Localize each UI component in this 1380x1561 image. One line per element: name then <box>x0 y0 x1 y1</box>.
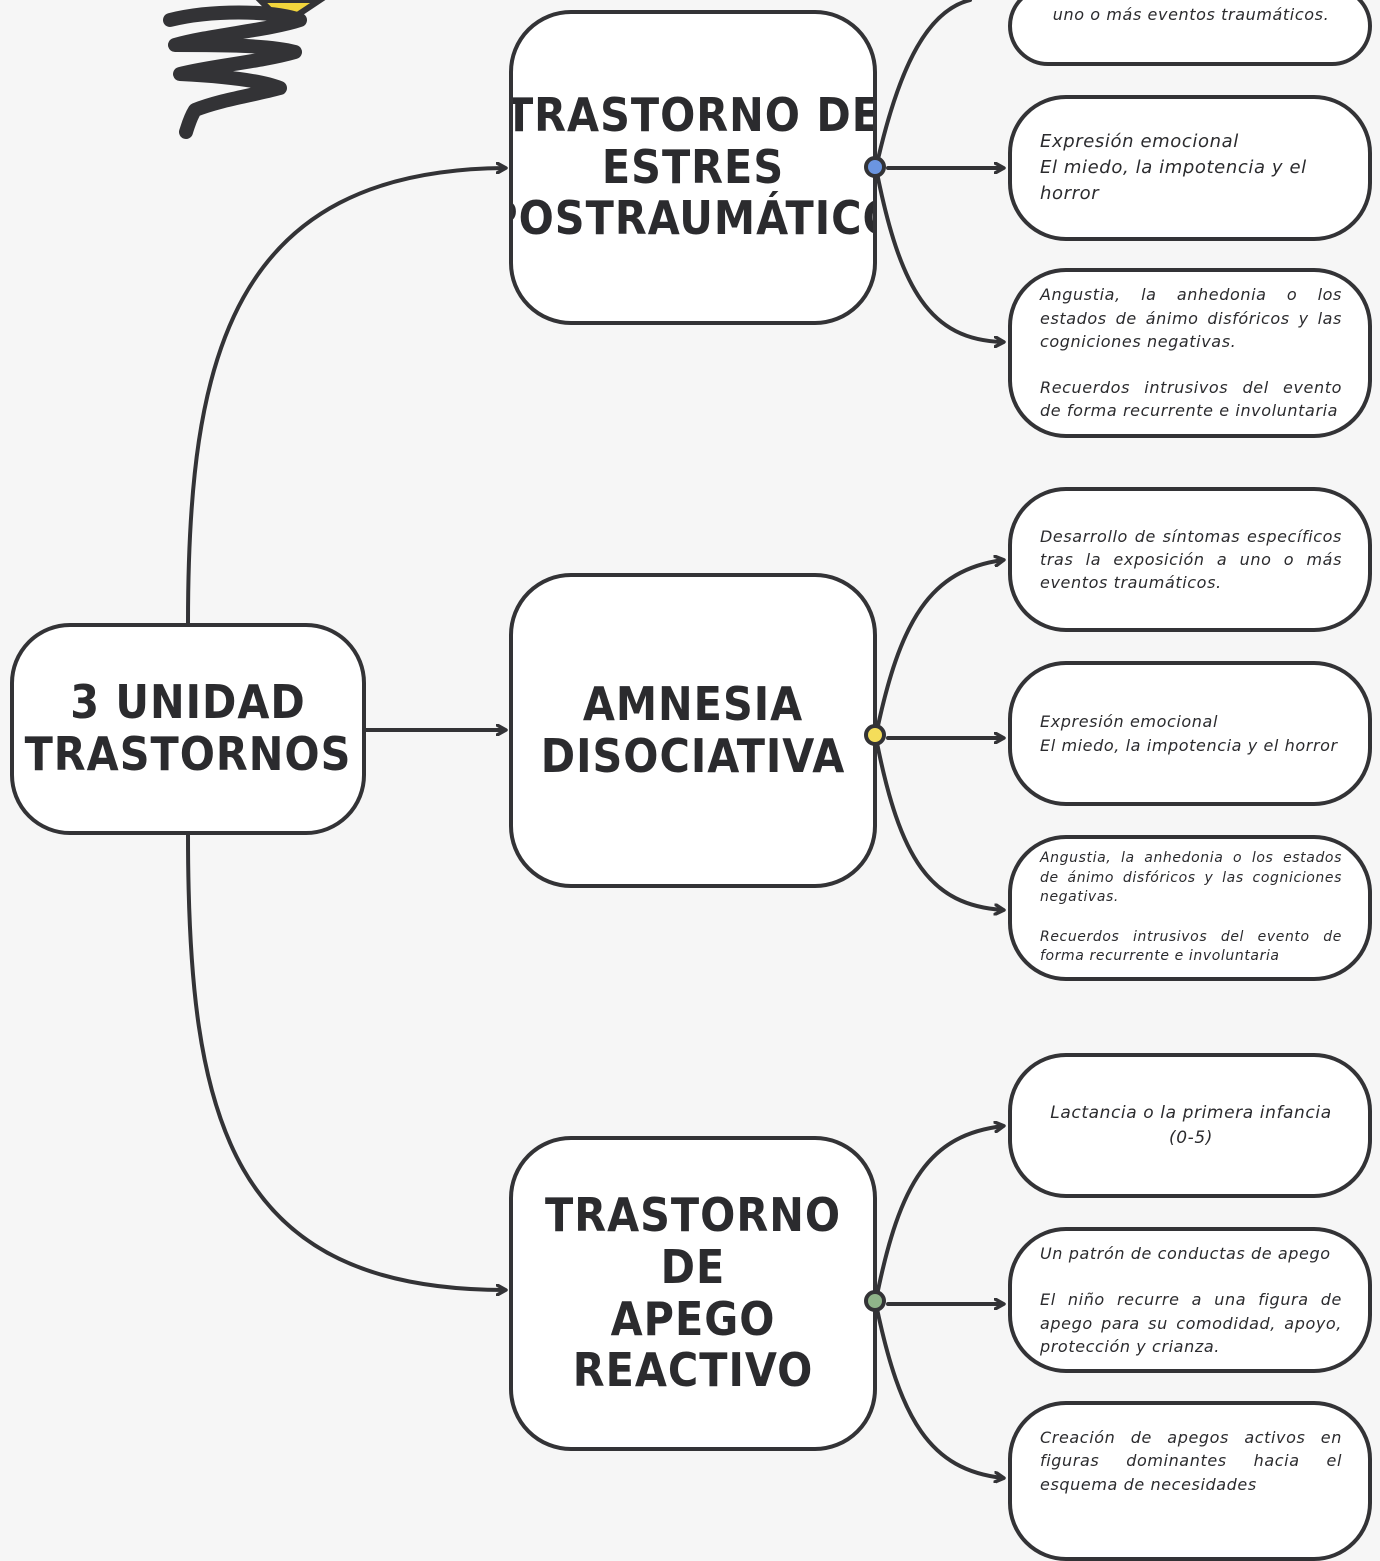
leaf-3-3: Creación de apegos activos en figuras do… <box>1008 1401 1372 1561</box>
branch-title: TRASTORNO DE ESTRES POSTRAUMÁTICO <box>509 88 877 246</box>
branch-node-attachment: TRASTORNO DE APEGO REACTIVO <box>509 1136 877 1451</box>
leaf-text: Angustia, la anhedonia o los estados de … <box>1040 850 1342 965</box>
leaf-text: Creación de apegos activos en figuras do… <box>1040 1428 1342 1494</box>
branch-title: TRASTORNO DE APEGO REACTIVO <box>544 1188 842 1398</box>
leaf-text: Angustia, la anhedonia o los estados de … <box>1040 285 1342 421</box>
root-to-branch-3-line <box>186 833 505 1290</box>
leaf-text: Expresión emocional El miedo, la impoten… <box>1040 712 1338 755</box>
leaf-1-2: Expresión emocional El miedo, la impoten… <box>1008 95 1372 241</box>
branch-title: AMNESIA DISOCIATIVA <box>540 676 846 783</box>
branch-3-dot <box>864 1290 886 1312</box>
leaf-1-1: uno o más eventos traumáticos. <box>1008 0 1372 66</box>
root-title: 3 UNIDAD TRASTORNOS <box>24 675 352 781</box>
leaf-text: Lactancia o la primera infancia (0-5) <box>1050 1102 1332 1148</box>
branch-2-dot <box>864 724 886 746</box>
root-to-branch-1-line <box>186 168 505 625</box>
leaf-text: Un patrón de conductas de apego El niño … <box>1040 1244 1342 1356</box>
branch-node-amnesia: AMNESIA DISOCIATIVA <box>509 573 877 888</box>
root-node: 3 UNIDAD TRASTORNOS <box>10 623 366 835</box>
branch-node-ptsd: TRASTORNO DE ESTRES POSTRAUMÁTICO <box>509 10 877 325</box>
branch-1-dot <box>864 156 886 178</box>
leaf-3-1: Lactancia o la primera infancia (0-5) <box>1008 1053 1372 1198</box>
leaf-text: Expresión emocional El miedo, la impoten… <box>1040 130 1307 205</box>
leaf-1-3: Angustia, la anhedonia o los estados de … <box>1008 268 1372 438</box>
leaf-text: Desarrollo de síntomas específicos tras … <box>1040 526 1342 593</box>
spring-decoration <box>163 0 326 139</box>
leaf-text: uno o más eventos traumáticos. <box>1052 5 1330 25</box>
leaf-2-2: Expresión emocional El miedo, la impoten… <box>1008 661 1372 806</box>
leaf-2-1: Desarrollo de síntomas específicos tras … <box>1008 487 1372 632</box>
leaf-2-3: Angustia, la anhedonia o los estados de … <box>1008 835 1372 981</box>
leaf-3-2: Un patrón de conductas de apego El niño … <box>1008 1227 1372 1373</box>
